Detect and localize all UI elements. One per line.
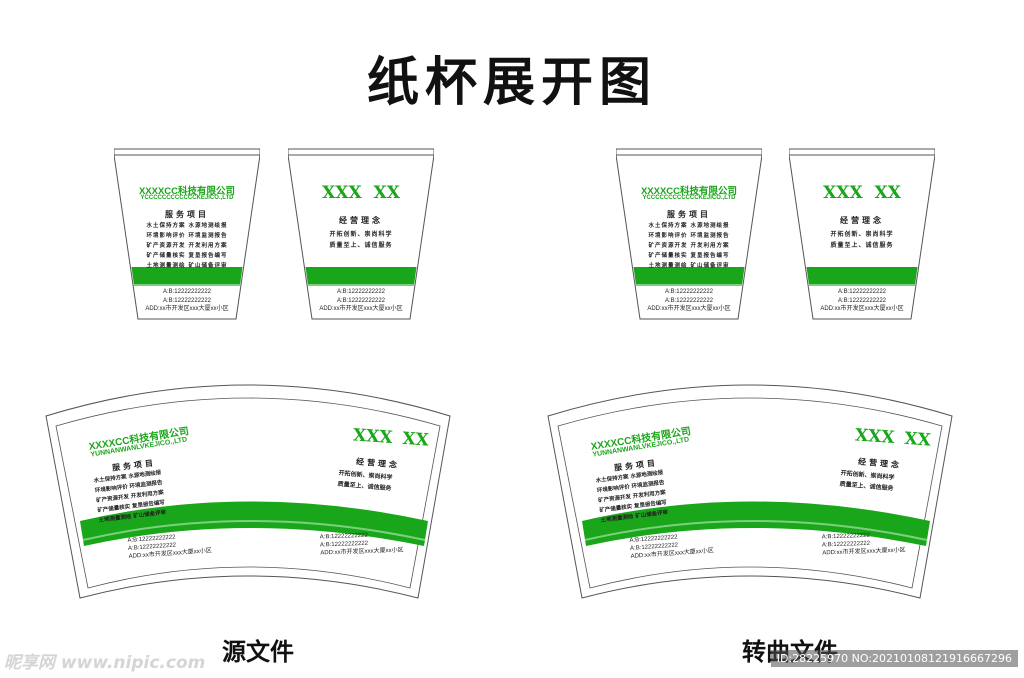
service-line: 环境影响评价 环境监测报告: [146, 233, 228, 239]
philosophy-title: 经营理念: [840, 215, 884, 225]
philosophy-title: 经营理念: [339, 215, 383, 225]
company-name: XXXXCC科技有限公司: [138, 186, 236, 197]
philosophy-list: 开拓创新、崇尚科学 质量至上、诚信服务: [288, 229, 434, 251]
address-line: ADD:xx市开发区xxx大厦xx小区: [145, 306, 229, 312]
services-title: 服务项目: [667, 209, 711, 219]
services-list: 水土保持方案 水源地测绘报 环境影响评价 环境监测报告 矿产资源开发 开发利用方…: [616, 221, 762, 271]
cup-front-source: XXXXCC科技有限公司 YCCCCCCCCCCCCKEJICO.,LTD 服务…: [114, 145, 260, 323]
phone-line: A:B:12222222222: [837, 297, 887, 304]
watermark-id: ID:28225970 NO:20210108121916667296: [770, 650, 1018, 667]
philosophy-line: 开拓创新、崇尚科学: [830, 231, 894, 238]
service-line: 水土保持方案 水源地测绘报: [146, 223, 228, 229]
cup-front-curves: XXXXCC科技有限公司 YCCCCCCCCCCCCKEJICO.,LTD 服务…: [616, 145, 762, 323]
fan-outline: [547, 384, 953, 599]
address-line: ADD:xx市开发区xxx大厦xx小区: [319, 306, 403, 312]
page-title: 纸杯展开图: [366, 52, 657, 113]
service-line: 矿产资源开发 开发利用方案: [146, 243, 228, 249]
contact-block: A:B:12222222222 A:B:12222222222 ADD:xx市开…: [320, 531, 404, 558]
contact-block: A:B:12222222222 A:B:12222222222 ADD:xx市开…: [789, 288, 935, 314]
service-line: 土地测量测绘 矿山储备评审: [648, 263, 730, 269]
company-name-en: YCCCCCCCCCCCCKEJICO.,LTD: [140, 195, 234, 201]
contact-block: A:B:12222222222 A:B:12222222222 ADD:xx市开…: [616, 288, 762, 314]
company-name-en: YCCCCCCCCCCCCKEJICO.,LTD: [642, 195, 736, 201]
phone-line: A:B:12222222222: [162, 297, 212, 304]
address-line: ADD:xx市开发区xxx大厦xx小区: [647, 306, 731, 312]
services-list: 水土保持方案 水源地测绘报 环境影响评价 环境监测报告 矿产资源开发 开发利用方…: [93, 468, 167, 526]
philosophy-list: 开拓创新、崇尚科学 质量至上、诚信服务: [839, 468, 895, 495]
fan-outline: [45, 384, 451, 599]
phone-line: A:B:12222222222: [336, 289, 386, 295]
philosophy-list: 开拓创新、崇尚科学 质量至上、诚信服务: [789, 229, 935, 251]
address-line: ADD:xx市开发区xxx大厦xx小区: [820, 306, 904, 312]
contact-block: A:B:12222222222 A:B:12222222222 ADD:xx市开…: [822, 531, 906, 558]
cup-outline: [114, 148, 260, 320]
contact-block: A:B:12222222222 A:B:12222222222 ADD:xx市开…: [114, 288, 260, 314]
phone-line: A:B:12222222222: [664, 289, 714, 295]
phone-line: A:B:12222222222: [837, 289, 887, 295]
cup-unfolded-source: XXXXCC科技有限公司 YUNNANWANLVKEJICO.,LTD 服务项目…: [38, 376, 458, 606]
cup-back-source: XXX XX 经营理念 开拓创新、崇尚科学 质量至上、诚信服务 A:B:1222…: [288, 145, 434, 323]
brand-name: XXX XX: [823, 183, 901, 203]
service-line: 水土保持方案 水源地测绘报: [648, 223, 730, 229]
philosophy-line: 质量至上、诚信服务: [329, 242, 393, 249]
services-title: 服务项目: [165, 209, 209, 219]
phone-line: A:B:12222222222: [162, 289, 212, 295]
service-line: 矿产储量核实 复垦报告编写: [146, 253, 228, 259]
philosophy-line: 开拓创新、崇尚科学: [329, 231, 393, 238]
cup-outline: [789, 148, 935, 320]
phone-line: A:B:12222222222: [336, 297, 386, 304]
service-line: 环境影响评价 环境监测报告: [648, 233, 730, 239]
philosophy-list: 开拓创新、崇尚科学 质量至上、诚信服务: [337, 468, 393, 495]
cup-outline: [288, 148, 434, 320]
philosophy-line: 质量至上、诚信服务: [830, 242, 894, 249]
services-list: 水土保持方案 水源地测绘报 环境影响评价 环境监测报告 矿产资源开发 开发利用方…: [114, 221, 260, 271]
phone-line: A:B:12222222222: [664, 297, 714, 304]
caption-source: 源文件: [222, 637, 294, 666]
service-line: 矿产资源开发 开发利用方案: [648, 243, 730, 249]
service-line: 矿产储量核实 复垦报告编写: [648, 253, 730, 259]
watermark-site: 昵享网 www.nipic.com: [4, 653, 206, 673]
company-name: XXXXCC科技有限公司: [640, 186, 738, 197]
cup-back-curves: XXX XX 经营理念 开拓创新、崇尚科学 质量至上、诚信服务 A:B:1222…: [789, 145, 935, 323]
cup-unfolded-curves: XXXXCC科技有限公司 YUNNANWANLVKEJICO.,LTD 服务项目…: [540, 376, 960, 606]
services-list: 水土保持方案 水源地测绘报 环境影响评价 环境监测报告 矿产资源开发 开发利用方…: [595, 468, 669, 526]
contact-block: A:B:12222222222 A:B:12222222222 ADD:xx市开…: [288, 288, 434, 314]
brand-name: XXX XX: [322, 183, 400, 203]
service-line: 土地测量测绘 矿山储备评审: [146, 263, 228, 269]
cup-outline: [616, 148, 762, 320]
